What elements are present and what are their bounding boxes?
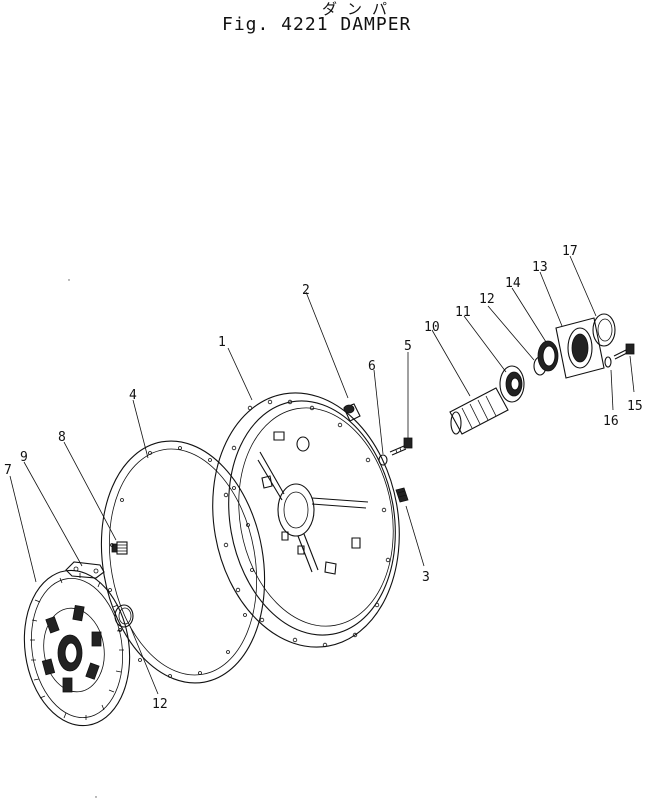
callout-14: 14 xyxy=(505,276,521,291)
gasket-part xyxy=(100,440,266,684)
callout-3: 3 xyxy=(422,570,430,585)
callout-8: 8 xyxy=(58,430,66,445)
callout-5: 5 xyxy=(404,339,412,354)
callout-1: 1 xyxy=(218,335,226,350)
washer-part-16 xyxy=(604,356,612,368)
bearing-part-11 xyxy=(499,365,525,403)
damper-housing-part xyxy=(212,392,400,648)
bolt-part-15 xyxy=(613,343,635,360)
oil-seal-part-14 xyxy=(537,340,559,372)
speck-mark xyxy=(68,279,70,281)
breather-part-3 xyxy=(395,487,409,503)
washer-part-6 xyxy=(378,454,388,466)
bolt-part-8 xyxy=(111,541,128,555)
callout-10: 10 xyxy=(424,320,440,335)
damper-disc-part xyxy=(23,569,131,727)
callout-numbers: 1 2 3 4 5 6 7 8 9 10 11 12 12 13 14 15 1… xyxy=(4,244,643,712)
output-shaft-part xyxy=(449,387,509,435)
bolt-part-5 xyxy=(389,437,413,456)
figure-title: Fig. 4221 DAMPER xyxy=(222,14,412,35)
callout-7: 7 xyxy=(4,463,12,478)
seal-part-17 xyxy=(592,313,616,347)
callout-17: 17 xyxy=(562,244,578,259)
callout-12-lower: 12 xyxy=(152,697,168,712)
japanese-title: ダンパ xyxy=(322,0,398,18)
cover-part-13 xyxy=(555,317,605,379)
callout-9: 9 xyxy=(20,450,28,465)
callout-4: 4 xyxy=(129,388,137,403)
callout-11: 11 xyxy=(455,305,471,320)
callout-16: 16 xyxy=(603,414,619,429)
leader-lines xyxy=(9,255,635,695)
callout-13: 13 xyxy=(532,260,548,275)
plug-part xyxy=(343,403,361,422)
speck-mark xyxy=(95,796,97,798)
callout-2: 2 xyxy=(302,283,310,298)
callout-12-upper: 12 xyxy=(479,292,495,307)
callout-15: 15 xyxy=(627,399,643,414)
snap-ring-part-12-lower xyxy=(114,604,134,628)
callout-6: 6 xyxy=(368,359,376,374)
